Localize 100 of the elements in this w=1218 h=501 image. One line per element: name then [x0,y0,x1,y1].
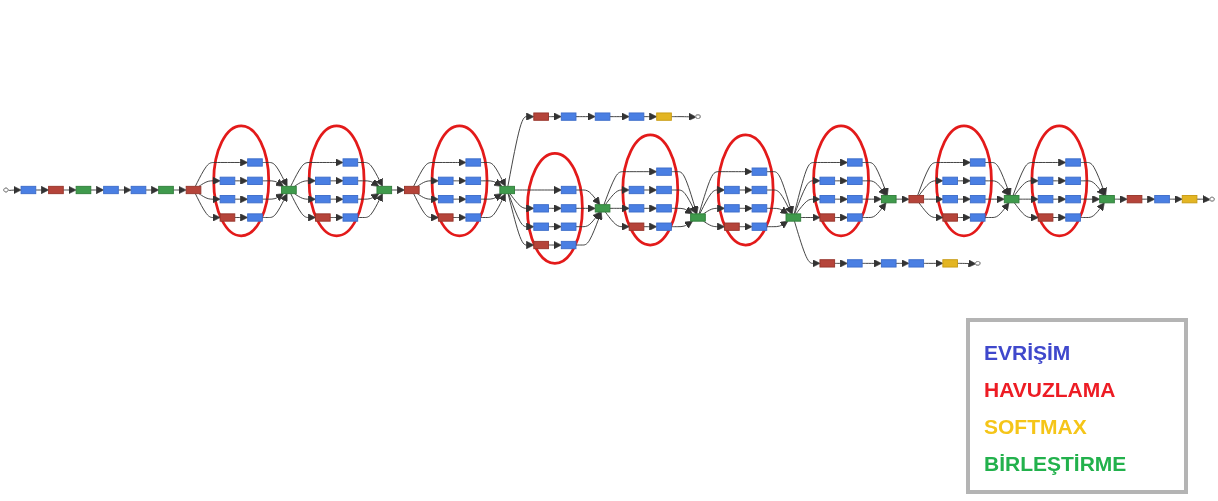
node-box [465,195,482,204]
node-box [499,185,515,195]
node-box [594,204,611,213]
node-box [533,204,549,213]
node-box [560,222,577,231]
node-box [560,112,577,121]
node-box [942,195,958,204]
node-box [1154,195,1170,204]
legend-entry: HAVUZLAMA [984,377,1117,403]
node-box [103,185,119,195]
node-box [48,185,64,195]
node-box [880,195,897,204]
node-box [1065,195,1081,204]
node-box [75,185,92,195]
node-box [785,213,802,222]
node-box [628,222,645,231]
node-box [1181,195,1198,204]
node-box [656,185,672,195]
node-box [185,185,202,195]
node-box [819,195,836,204]
legend-entry: BİRLEŞTİRME [984,451,1128,477]
node-box [1065,213,1081,222]
node-box [533,222,549,231]
node-box [376,185,393,195]
node-box [219,176,236,185]
node-box [1065,176,1081,185]
node-box [724,204,740,213]
node-box [247,176,263,185]
node-box [1065,158,1081,167]
cluster [716,133,775,247]
node-box [656,204,672,213]
node-box [656,167,672,176]
node-box [437,195,454,204]
node-box [533,240,549,250]
node-box [751,167,768,176]
cluster [307,124,366,238]
node-box [724,222,740,231]
node-box [969,195,986,204]
node-box [560,185,577,195]
node-box [751,185,768,195]
node-box [751,204,768,213]
node-box [342,176,359,185]
node-box [628,112,645,121]
node-box [819,176,836,185]
node-box [969,213,986,222]
node-box [437,176,454,185]
node-box [315,213,331,222]
node-box [1003,195,1020,204]
node-box [847,176,863,185]
node-box [880,259,897,268]
legend-entry: EVRİŞİM [984,340,1072,366]
node-box [342,213,359,222]
node-box [1099,195,1115,204]
cluster [935,124,993,238]
node-box [130,185,147,195]
node-box [942,176,958,185]
node-box [465,158,482,167]
node-box [247,158,263,167]
node-box [942,259,958,268]
node-box [819,213,836,222]
node-box [594,112,611,121]
node-box [20,185,37,195]
node-box [1037,213,1054,222]
node-box [656,222,672,231]
node-box [628,185,645,195]
node-box [281,185,297,195]
node-box [560,240,577,250]
node-box [751,222,768,231]
node-box [847,259,863,268]
node-box [158,185,174,195]
node-box [247,195,263,204]
node-box [1037,195,1054,204]
node-box [560,204,577,213]
node-box [847,195,863,204]
node-box [1037,176,1054,185]
node-box [342,195,359,204]
node-box [1126,195,1143,204]
node-box [247,213,263,222]
node-box [819,259,836,268]
node-box [219,213,236,222]
cluster [212,124,271,238]
node-box [847,213,863,222]
cluster [1030,124,1089,238]
node-box [969,176,986,185]
node-box [908,195,925,204]
node-box [908,259,925,268]
node-box [465,176,482,185]
node-box [656,112,672,121]
node-box [628,204,645,213]
node-box [342,158,359,167]
cluster [526,151,584,265]
node-box [969,158,986,167]
node-box [533,112,549,121]
node-box [219,195,236,204]
node-box [315,195,331,204]
node-box [404,185,420,195]
node-box [724,185,740,195]
node-box [437,213,454,222]
node-box [315,176,331,185]
cluster [812,124,870,238]
